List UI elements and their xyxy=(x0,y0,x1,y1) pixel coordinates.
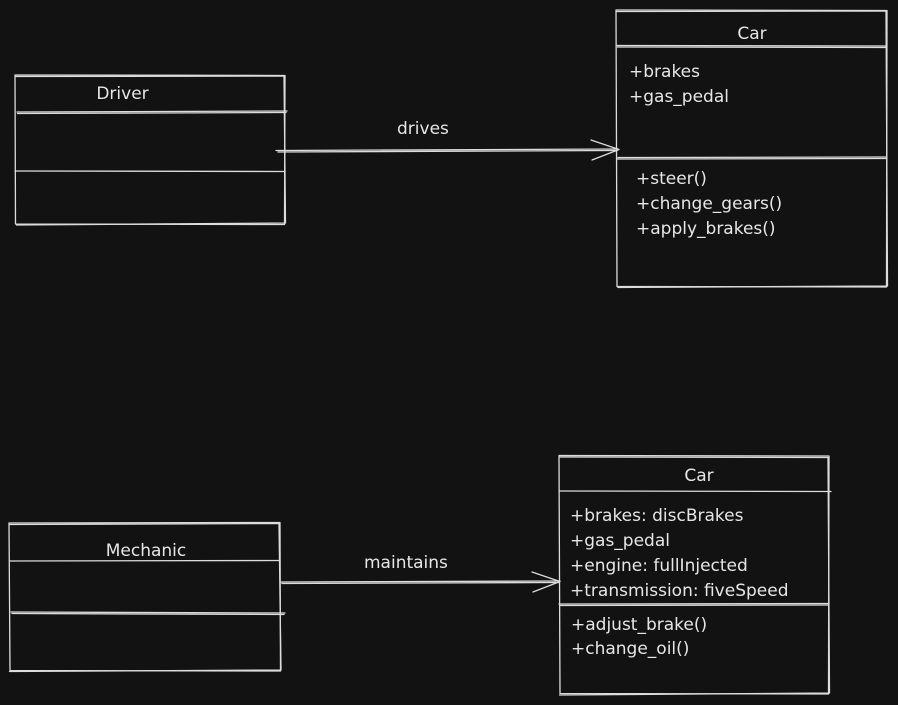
car-top-method: +change_gears() xyxy=(636,194,783,214)
driver-class-box[interactable] xyxy=(14,74,288,226)
driver-attributes-divider xyxy=(14,170,286,173)
car-bottom-method: +adjust_brake() xyxy=(571,615,708,635)
car-bottom-attribute: +brakes: discBrakes xyxy=(570,506,744,526)
car-bottom-name-divider xyxy=(559,490,832,493)
driver-class-name: Driver xyxy=(96,84,149,104)
drives-arrow[interactable] xyxy=(275,139,620,161)
drives-arrowhead xyxy=(590,139,620,161)
car-top-attribute: +gas_pedal xyxy=(629,87,729,107)
maintains-arrow[interactable] xyxy=(280,571,561,593)
mechanic-name-divider xyxy=(9,559,281,562)
car-top-method: +apply_brakes() xyxy=(636,219,776,239)
car-bottom-class-box[interactable] xyxy=(558,454,832,696)
mechanic-class-name: Mechanic xyxy=(105,541,187,561)
car-bottom-class-name: Car xyxy=(684,466,714,486)
car-top-attribute: +brakes xyxy=(629,62,700,82)
mechanic-class-box[interactable] xyxy=(8,521,286,673)
car-top-method: +steer() xyxy=(636,169,707,189)
car-top-class-box[interactable] xyxy=(615,9,889,289)
car-top-attributes-divider xyxy=(617,156,887,159)
car-bottom-method: +change_oil() xyxy=(571,639,690,659)
driver-name-divider xyxy=(16,110,288,113)
car-bottom-attribute: +engine: fullInjected xyxy=(570,556,748,576)
car-bottom-attribute: +transmission: fiveSpeed xyxy=(570,581,789,601)
drives-label: drives xyxy=(397,119,449,139)
car-bottom-attributes-divider xyxy=(558,602,830,605)
car-top-class-name: Car xyxy=(737,24,767,44)
car-bottom-attribute: +gas_pedal xyxy=(570,531,670,551)
car-top-name-divider xyxy=(616,44,888,47)
maintains-arrowhead xyxy=(531,571,561,593)
mechanic-attributes-divider xyxy=(10,611,286,614)
maintains-label: maintains xyxy=(364,553,448,573)
